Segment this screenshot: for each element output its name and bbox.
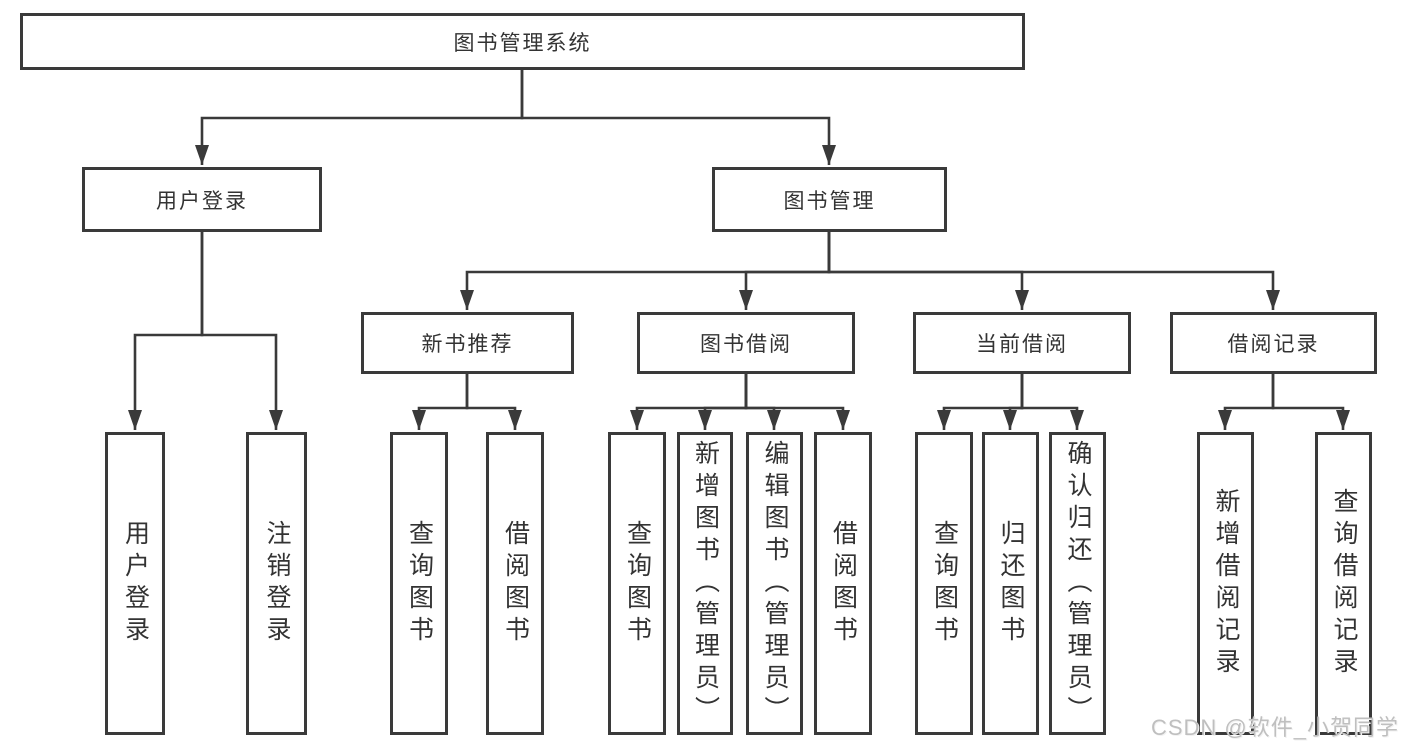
leaf-borrow-books-recommend: 借阅图书 <box>486 432 544 735</box>
node-label: 当前借阅 <box>976 333 1068 356</box>
leaf-add-borrow-record: 新增借阅记录 <box>1197 432 1254 735</box>
leaf-query-books-borrow: 查询图书 <box>608 432 666 735</box>
node-current-borrow: 当前借阅 <box>913 312 1131 374</box>
node-label: 图书管理系统 <box>453 31 592 55</box>
leaf-edit-book-admin: 编辑图书（管理员） <box>746 432 803 735</box>
node-label: 用户登录 <box>121 519 150 648</box>
node-label: 新增借阅记录 <box>1212 487 1240 680</box>
leaf-logout: 注销登录 <box>246 432 307 735</box>
node-book-management: 图书管理 <box>712 167 947 232</box>
leaf-user-login: 用户登录 <box>105 432 165 735</box>
node-label: 查询借阅记录 <box>1330 487 1358 680</box>
csdn-watermark: CSDN @软件_小贺同学 <box>1150 715 1399 740</box>
node-label: 编辑图书（管理员） <box>761 439 789 728</box>
node-label: 图书管理 <box>783 189 876 213</box>
leaf-query-books-recommend: 查询图书 <box>390 432 448 735</box>
leaf-return-book: 归还图书 <box>982 432 1039 735</box>
node-label: 注销登录 <box>263 519 291 648</box>
node-label: 查询图书 <box>623 519 652 648</box>
leaf-query-books-current: 查询图书 <box>915 432 973 735</box>
node-book-borrow: 图书借阅 <box>637 312 855 374</box>
leaf-confirm-return-admin: 确认归还（管理员） <box>1049 432 1106 735</box>
node-label: 查询图书 <box>405 519 434 648</box>
node-label: 用户登录 <box>156 189 248 213</box>
node-label: 新书推荐 <box>421 333 514 356</box>
node-user-login: 用户登录 <box>82 167 322 232</box>
node-label: 借阅图书 <box>501 519 530 648</box>
node-label: 查询图书 <box>930 519 959 648</box>
node-label: 确认归还（管理员） <box>1064 439 1092 728</box>
node-new-book-recommend: 新书推荐 <box>361 312 574 374</box>
node-borrow-records: 借阅记录 <box>1170 312 1377 374</box>
node-library-management-system: 图书管理系统 <box>20 13 1025 70</box>
node-label: 归还图书 <box>997 519 1025 648</box>
leaf-borrow-books: 借阅图书 <box>814 432 872 735</box>
leaf-add-book-admin: 新增图书（管理员） <box>677 432 733 735</box>
leaf-query-borrow-record: 查询借阅记录 <box>1315 432 1372 735</box>
node-label: 借阅图书 <box>829 519 858 648</box>
node-label: 新增图书（管理员） <box>691 439 720 728</box>
node-label: 借阅记录 <box>1227 333 1320 356</box>
node-label: 图书借阅 <box>700 333 792 356</box>
